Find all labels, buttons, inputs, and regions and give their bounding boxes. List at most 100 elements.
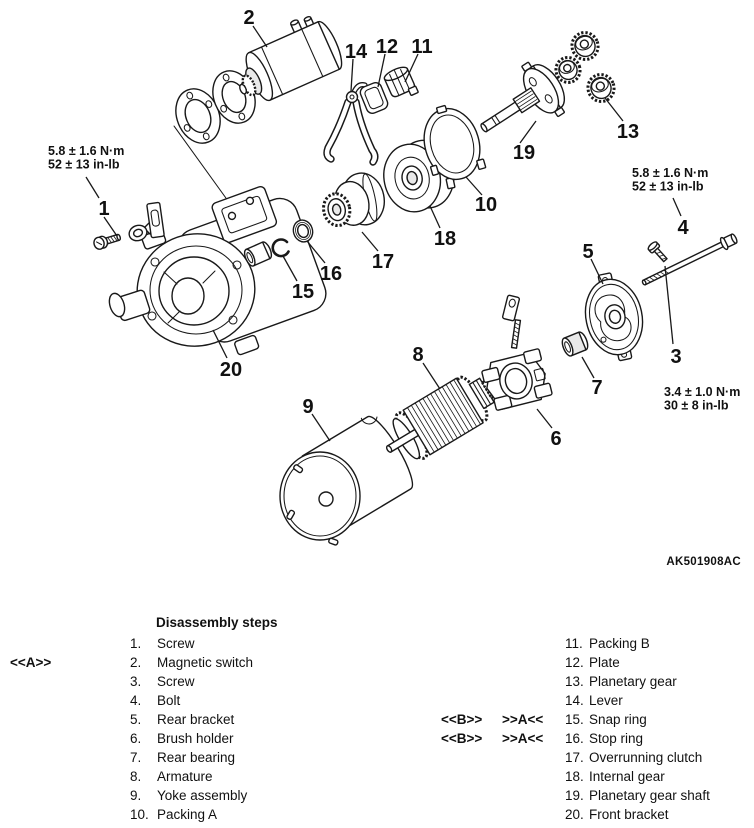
part-overrunning-clutch	[322, 172, 385, 228]
item-label: Armature	[157, 769, 213, 784]
callout-9: 9	[302, 396, 313, 418]
part-bracket-1	[128, 201, 165, 242]
part-brush-holder	[481, 294, 553, 411]
item-label: Rear bearing	[157, 750, 236, 765]
item-number: 11.	[565, 636, 583, 651]
item-number: 6.	[130, 731, 142, 746]
item-number: 16.	[565, 731, 584, 746]
part-lever	[323, 82, 379, 166]
item-number: 12.	[565, 655, 584, 670]
marker-a-rev-row16: >>A<<	[502, 731, 544, 746]
legend-item: 19.Planetary gear shaft	[565, 786, 710, 805]
part-stop-ring	[292, 219, 314, 243]
callout-5: 5	[582, 241, 593, 263]
legend-item: 15.Snap ring	[565, 710, 710, 729]
assembly-line	[173, 125, 237, 213]
part-yoke-assembly	[279, 415, 414, 546]
item-number: 18.	[565, 769, 584, 784]
legend-item: 4.Bolt	[130, 691, 253, 710]
legend-item: 7. Rear bearing	[130, 748, 253, 767]
legend-item: 6. Brush holder	[130, 729, 253, 748]
part-packing-b	[383, 66, 419, 98]
item-number: 9.	[130, 788, 142, 803]
part-snap-ring	[271, 238, 290, 258]
legend-title: Disassembly steps	[156, 615, 278, 630]
callout-11: 11	[411, 36, 432, 58]
part-planetary-gear-shaft	[480, 61, 566, 133]
item-number: 13.	[565, 674, 584, 689]
item-label: Lever	[589, 693, 623, 708]
callout-15: 15	[292, 281, 314, 303]
legend-item: 11. Packing B	[565, 634, 710, 653]
leader-lines	[85, 25, 682, 442]
item-label: Brush holder	[157, 731, 234, 746]
callout-17: 17	[372, 251, 394, 273]
item-number: 8.	[130, 769, 142, 784]
callout-14: 14	[345, 41, 368, 63]
legend-item: 9.Yoke assembly	[130, 786, 253, 805]
item-label: Magnetic switch	[157, 655, 254, 670]
callout-10: 10	[475, 194, 497, 216]
starter-exploded-diagram: 1 2 3 4 5 6 7 8 9 10 11 12 13 14 15 16 1…	[48, 7, 741, 568]
item-label: Internal gear	[589, 769, 665, 784]
part-packing-a	[423, 104, 487, 181]
item-label: Plate	[589, 655, 620, 670]
legend-item: 17. Overrunning clutch	[565, 748, 710, 767]
marker-a: <<A>>	[10, 655, 52, 670]
torque-note-1-inlb: 52 ± 13 in-lb	[48, 158, 120, 172]
callout-20: 20	[220, 359, 242, 381]
legend-right-column: 11.Packing B 12.Plate 13.Planetary gear …	[565, 634, 710, 824]
callout-12: 12	[376, 36, 398, 58]
callout-8: 8	[412, 344, 423, 366]
item-number: 17.	[565, 750, 584, 765]
legend-item: 20. Front bracket	[565, 805, 710, 824]
part-plate	[359, 82, 389, 114]
part-rear-bracket	[584, 272, 644, 362]
item-number: 10.	[130, 807, 149, 822]
callout-7: 7	[591, 377, 602, 399]
legend-item: 13. Planetary gear	[565, 672, 710, 691]
legend-item: 1. Screw	[130, 634, 253, 653]
legend-item: 5. Rear bracket	[130, 710, 253, 729]
torque-note-1-nm: 5.8 ± 1.6 N·m	[48, 144, 124, 158]
item-label: Rear bracket	[157, 712, 235, 727]
part-rear-bearing	[561, 331, 589, 357]
item-number: 20.	[565, 807, 584, 822]
item-label: Planetary gear	[589, 674, 677, 689]
callout-4: 4	[677, 217, 689, 239]
torque-note-3-nm: 3.4 ± 1.0 N·m	[664, 385, 740, 399]
item-label: Stop ring	[589, 731, 644, 746]
item-label: Screw	[157, 636, 195, 651]
item-label: Front bracket	[589, 807, 669, 822]
callout-1: 1	[98, 198, 109, 220]
legend-item: 10.Packing A	[130, 805, 253, 824]
callout-3: 3	[670, 346, 681, 368]
item-number: 7.	[130, 750, 142, 765]
item-number: 1.	[130, 636, 142, 651]
part-screw-3	[647, 241, 668, 263]
torque-note-4-inlb: 52 ± 13 in-lb	[632, 180, 704, 194]
callout-numbers: 1 2 3 4 5 6 7 8 9 10 11 12 13 14 15 16 1…	[98, 7, 689, 450]
callout-2: 2	[243, 7, 254, 29]
item-number: 19.	[565, 788, 584, 803]
item-number: 4.	[130, 693, 142, 708]
part-bushing	[243, 241, 273, 267]
item-label: Packing B	[589, 636, 650, 651]
part-magnetic-switch	[239, 15, 343, 102]
item-label: Screw	[157, 674, 195, 689]
part-screw-1	[93, 201, 165, 250]
item-number: 5.	[130, 712, 142, 727]
marker-b-row16: <<B>>	[441, 731, 483, 746]
callout-13: 13	[617, 121, 639, 143]
marker-b-row15: <<B>>	[441, 712, 483, 727]
torque-note-3-inlb: 30 ± 8 in-lb	[664, 399, 729, 413]
legend-item: 18. Internal gear	[565, 767, 710, 786]
item-label: Overrunning clutch	[589, 750, 703, 765]
part-bolt	[641, 233, 738, 286]
item-number: 2.	[130, 655, 142, 670]
item-number: 3.	[130, 674, 142, 689]
part-planetary-gears	[554, 31, 616, 103]
legend-item: 12. Plate	[565, 653, 710, 672]
callout-6: 6	[550, 428, 561, 450]
